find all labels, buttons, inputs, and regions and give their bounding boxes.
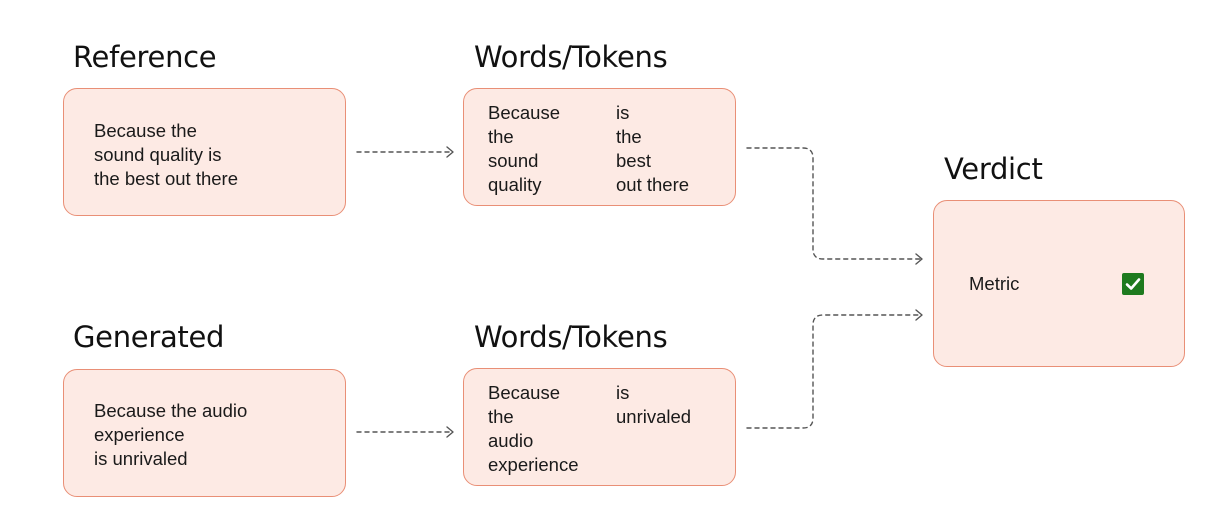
token: Because bbox=[488, 102, 560, 123]
reference-line-3: the best out there bbox=[94, 168, 238, 189]
reference-heading: Reference bbox=[73, 40, 217, 74]
check-icon bbox=[1122, 273, 1144, 295]
generated-line-3: is unrivaled bbox=[94, 448, 188, 469]
token: best bbox=[616, 150, 651, 171]
arrowhead bbox=[915, 309, 923, 321]
token: unrivaled bbox=[616, 406, 692, 427]
token: audio bbox=[488, 430, 534, 451]
arrowhead bbox=[446, 426, 454, 438]
connector-tokens-top-to-verdict bbox=[746, 147, 921, 260]
token: the bbox=[488, 126, 514, 147]
generated-box: Because the audio experience is unrivale… bbox=[63, 369, 346, 497]
check-icon-glyph bbox=[1125, 278, 1141, 290]
token: the bbox=[616, 126, 642, 147]
tokens-top-box: Because the sound quality is the best ou… bbox=[463, 88, 736, 206]
token: the bbox=[488, 406, 514, 427]
generated-line-1: Because the audio bbox=[94, 400, 248, 421]
token: is bbox=[616, 382, 630, 403]
token: is bbox=[616, 102, 630, 123]
tokens-bottom-box: Because the audio experience is unrivale… bbox=[463, 368, 736, 486]
connector-tokens-bottom-to-verdict bbox=[746, 314, 921, 429]
token: Because bbox=[488, 382, 560, 403]
token: experience bbox=[488, 454, 579, 475]
generated-line-2: experience bbox=[94, 424, 185, 445]
reference-box: Because the sound quality is the best ou… bbox=[63, 88, 346, 216]
token: quality bbox=[488, 174, 542, 195]
tokens-top-heading: Words/Tokens bbox=[474, 40, 668, 74]
metric-label: Metric bbox=[969, 273, 1020, 294]
token: out there bbox=[616, 174, 690, 195]
token: sound bbox=[488, 150, 539, 171]
tokens-bottom-heading: Words/Tokens bbox=[474, 320, 668, 354]
arrowhead bbox=[915, 253, 923, 265]
verdict-box: Metric bbox=[933, 200, 1185, 367]
reference-line-1: Because the bbox=[94, 120, 197, 141]
verdict-heading: Verdict bbox=[944, 152, 1043, 186]
reference-line-2: sound quality is bbox=[94, 144, 222, 165]
arrowhead bbox=[446, 146, 454, 158]
generated-heading: Generated bbox=[73, 320, 225, 354]
